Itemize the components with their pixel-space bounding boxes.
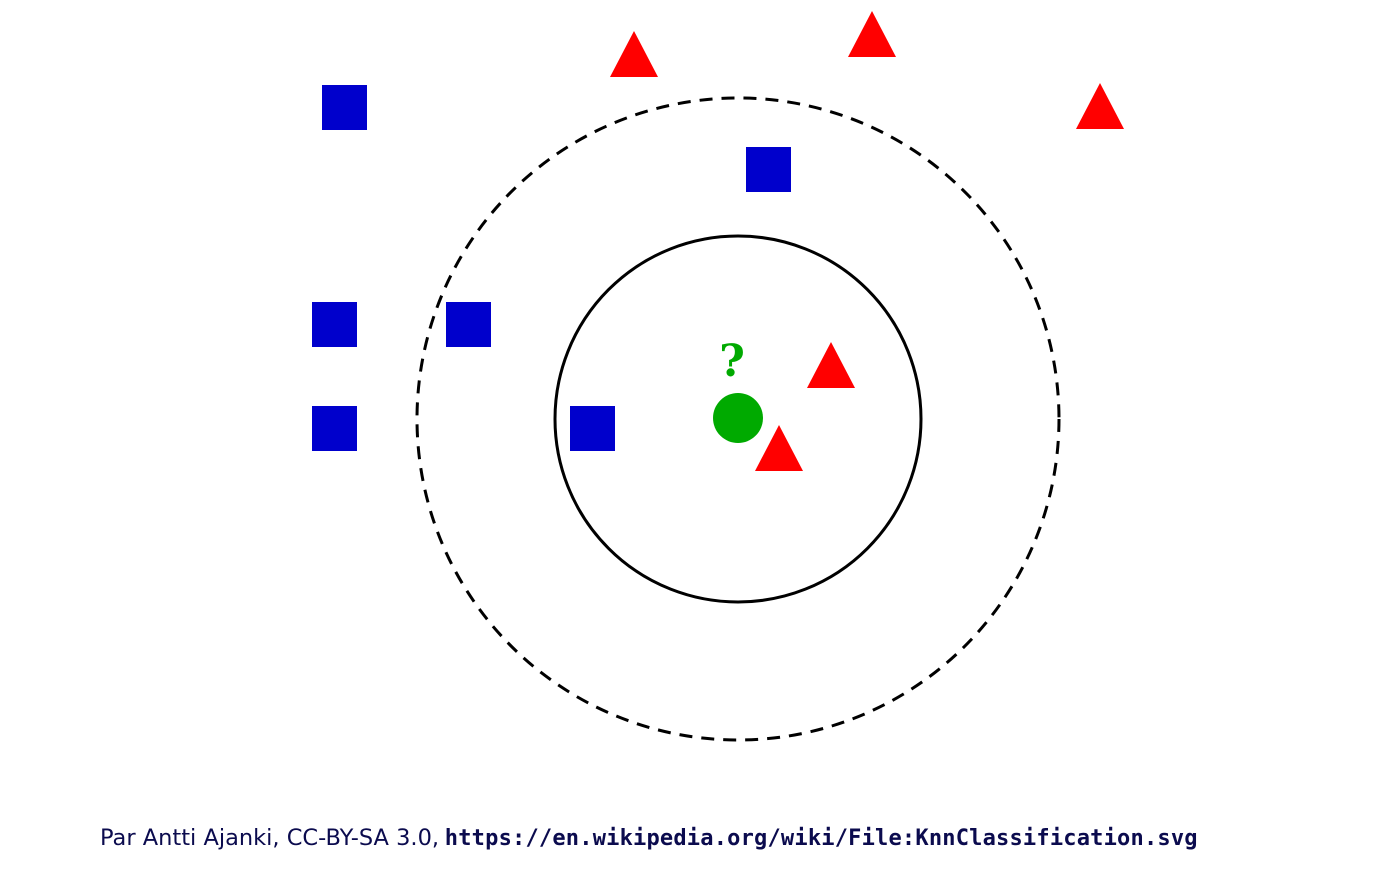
outer-dashed-circle [415, 96, 1061, 742]
blue-square-point [746, 147, 791, 192]
credit-author: Par Antti Ajanki, CC-BY-SA 3.0, [100, 825, 440, 851]
attribution-credit: Par Antti Ajanki, CC-BY-SA 3.0, https://… [100, 822, 1198, 855]
blue-square-point [446, 302, 491, 347]
red-triangle-point [848, 11, 896, 57]
blue-square-point [322, 85, 367, 130]
red-triangle-point [610, 31, 658, 77]
red-triangle-point [755, 425, 803, 471]
credit-url[interactable]: https://en.wikipedia.org/wiki/File:KnnCl… [444, 826, 1198, 851]
blue-square-point [312, 406, 357, 451]
query-question-mark: ? [719, 336, 745, 387]
query-point [713, 393, 763, 443]
red-triangle-point [1076, 83, 1124, 129]
blue-square-point [570, 406, 615, 451]
class-b-points [610, 11, 1124, 471]
class-a-points [312, 85, 791, 451]
red-triangle-point [807, 342, 855, 388]
inner-solid-circle [553, 234, 923, 604]
blue-square-point [312, 302, 357, 347]
